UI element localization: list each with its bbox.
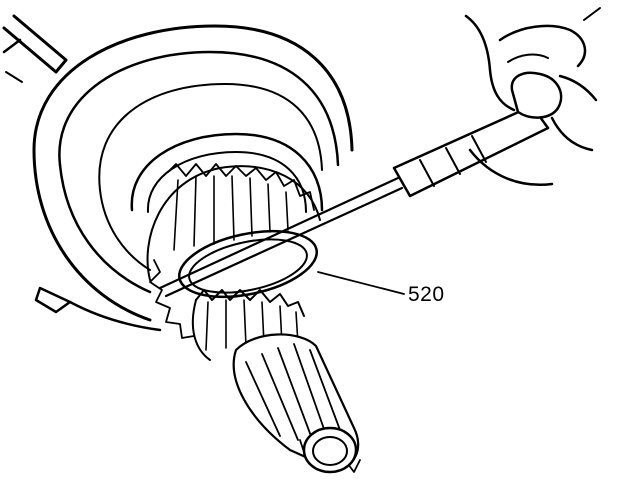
shaft-end-face [302,426,358,474]
callout-leader-520 [317,271,405,295]
snap-ring-520 [177,229,319,299]
callout-label-520: 520 [408,283,445,306]
bore-ring [130,132,324,213]
large-spline-gear [146,163,321,339]
housing-outer-ring [32,24,354,322]
housing-flange [34,286,162,332]
mounting-bracket [2,14,68,83]
middle-gear [191,289,305,361]
hand [464,7,601,186]
